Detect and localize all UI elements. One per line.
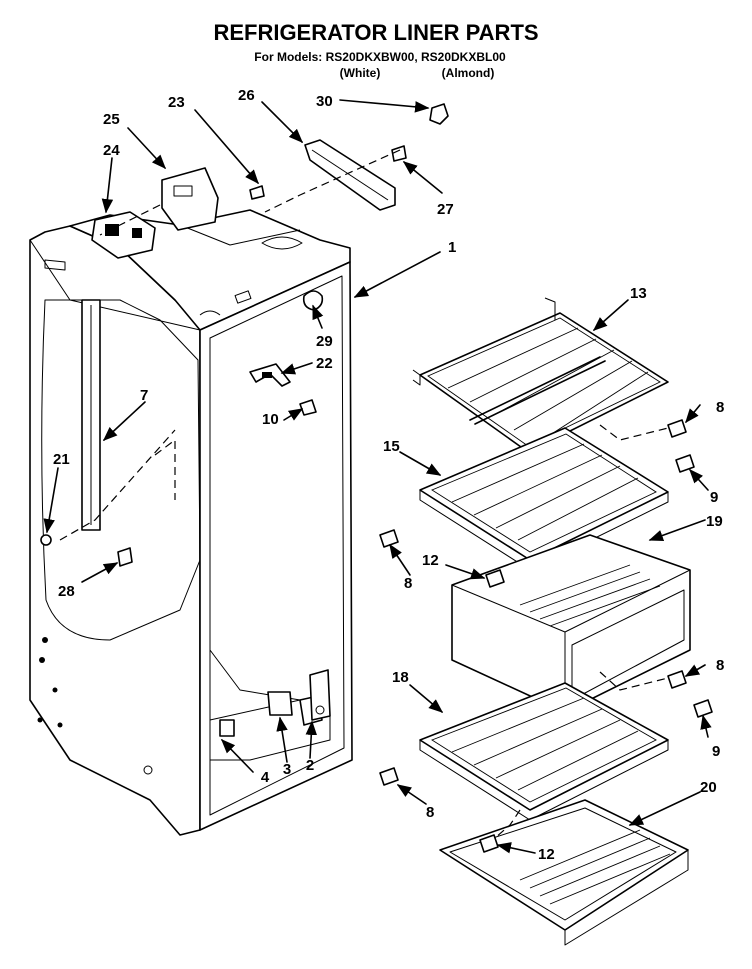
- callout-15: 15: [383, 438, 400, 455]
- callout-23: 23: [168, 94, 185, 111]
- shelf-part-18: [419, 682, 669, 821]
- variant-almond: (Almond): [442, 66, 495, 80]
- callout-18: 18: [392, 669, 409, 686]
- callout-21: 21: [53, 451, 70, 468]
- callout-13: 13: [630, 285, 647, 302]
- variant-white: (White): [340, 66, 381, 80]
- bracket-hole: [262, 372, 272, 378]
- callout-12-upper: 12: [422, 552, 439, 569]
- callout-27: 27: [437, 201, 454, 218]
- callout-10: 10: [262, 411, 279, 428]
- callout-8-left-upper: 8: [404, 575, 412, 592]
- callout-20: 20: [700, 779, 717, 796]
- callout-30: 30: [316, 93, 333, 110]
- callout-labels: 1 2 3 4 7 8 9 8 8 9 8 10 12 12 13 15 18 …: [53, 87, 724, 863]
- callout-25: 25: [103, 111, 120, 128]
- crisper-part-19: [451, 534, 691, 713]
- guide-dash: [599, 424, 669, 441]
- shelf-part-15: [419, 427, 669, 571]
- callout-4: 4: [261, 769, 270, 786]
- screw-part-21: [40, 534, 52, 546]
- callout-22: 22: [316, 355, 333, 372]
- fastener-part-28: [117, 547, 133, 567]
- support-part-8: [667, 670, 687, 689]
- shelf-part-13: [412, 297, 669, 453]
- guide-dash: [264, 149, 401, 213]
- thermostat-part-24: [91, 211, 156, 259]
- callout-29: 29: [316, 333, 333, 350]
- strip-part-26: [304, 139, 396, 211]
- bracket-part-22: [249, 363, 291, 387]
- guide-dash: [99, 204, 161, 236]
- support-part-8: [379, 767, 399, 786]
- callout-19: 19: [706, 513, 723, 530]
- support-part-9: [675, 454, 695, 473]
- screw-part-23: [249, 185, 265, 200]
- callout-1: 1: [448, 239, 456, 256]
- leader-lines: [43, 99, 712, 854]
- callout-8-right-lower: 8: [716, 657, 724, 674]
- screw-part-27: [391, 145, 407, 162]
- support-part-9: [693, 699, 713, 718]
- guide-dash: [494, 809, 521, 839]
- callout-9-lower: 9: [712, 743, 720, 760]
- clip-part-12: [485, 569, 505, 588]
- clip-part-30: [429, 103, 449, 125]
- callout-8-left-lower: 8: [426, 804, 434, 821]
- support-part-8: [379, 529, 399, 548]
- callout-28: 28: [58, 583, 75, 600]
- callout-12-lower: 12: [538, 846, 555, 863]
- callout-2: 2: [306, 757, 314, 774]
- callout-24: 24: [103, 142, 120, 159]
- callout-8-top: 8: [716, 399, 724, 416]
- diagram-title: REFRIGERATOR LINER PARTS: [213, 20, 538, 45]
- models-line: For Models: RS20DKXBW00, RS20DKXBL00: [254, 50, 506, 64]
- bracket-part-25: [161, 167, 219, 231]
- callout-26: 26: [238, 87, 255, 104]
- callout-3: 3: [283, 761, 291, 778]
- pan-part-20: [439, 799, 689, 946]
- support-part-8: [667, 419, 687, 438]
- callout-9-top: 9: [710, 489, 718, 506]
- guide-dash: [599, 671, 669, 691]
- callout-7: 7: [140, 387, 148, 404]
